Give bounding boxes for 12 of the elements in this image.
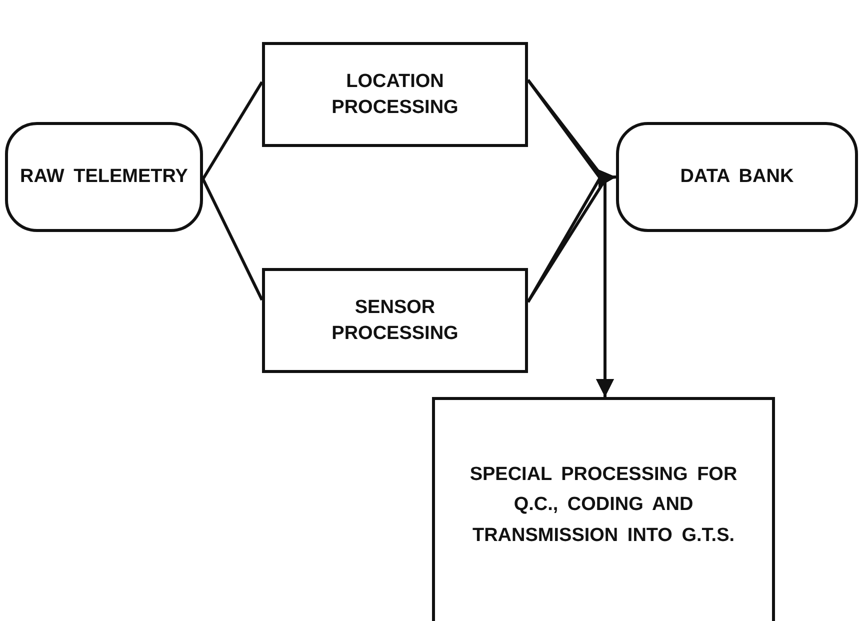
process-box: [262, 268, 528, 373]
node-label: SPECIAL PROCESSING FOR Q.C., CODING AND TRANSMISSION INTO G.T.S.: [468, 463, 738, 548]
rounded-process-box: [5, 122, 203, 232]
connector-line: [202, 178, 264, 301]
process-box: [262, 42, 528, 147]
node-label: DATA BANK: [680, 165, 794, 190]
rounded-process-box: [616, 122, 858, 232]
node-label: RAW TELEMETRY: [20, 165, 188, 190]
connector-line: [202, 81, 264, 180]
node-label: SENSOR PROCESSING: [330, 296, 460, 346]
process-box: [432, 397, 775, 621]
node-label: LOCATION PROCESSING: [330, 70, 460, 120]
